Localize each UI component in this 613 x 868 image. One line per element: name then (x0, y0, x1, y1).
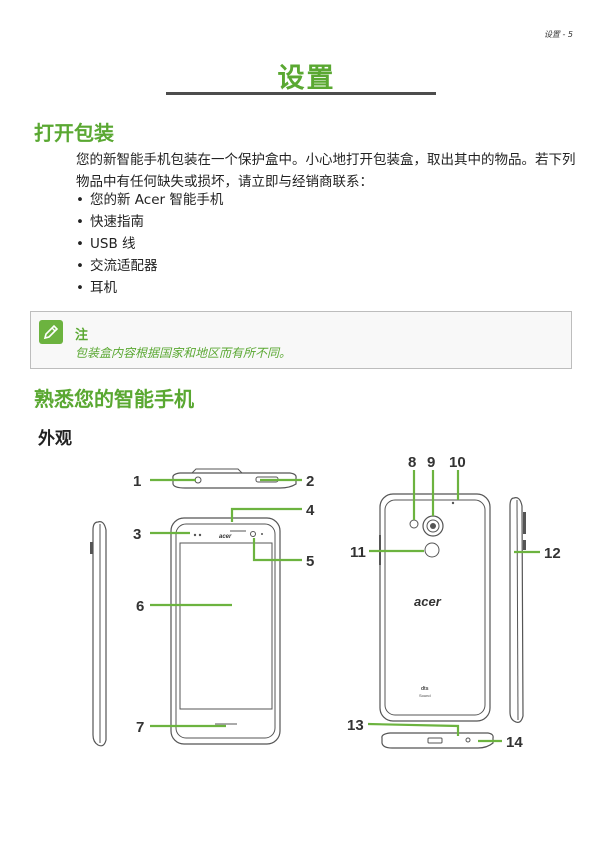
callout-8: 8 (408, 454, 416, 471)
note-title: 注 (75, 328, 89, 343)
note-box: 注 包装盒内容根据国家和地区而有所不同。 (30, 311, 572, 369)
dts-sound-label: Sound (419, 693, 431, 698)
unpack-paragraph: 您的新智能手机包装在一个保护盒中。小心地打开包装盒，取出其中的物品。若下列物品中… (76, 152, 576, 190)
list-item: •快速指南 (76, 214, 144, 230)
phone-front: acer (170, 517, 281, 745)
callout-4: 4 (306, 502, 315, 519)
back-logo: acer (414, 594, 442, 609)
callout-13: 13 (347, 717, 364, 734)
list-item: •耳机 (76, 280, 117, 296)
leader-lines (150, 470, 540, 743)
callout-5: 5 (306, 553, 314, 570)
note-text: 包装盒内容根据国家和地区而有所不同。 (75, 346, 292, 360)
callout-7: 7 (136, 719, 144, 736)
title-underline (166, 92, 436, 95)
callout-9: 9 (427, 454, 435, 471)
section-heading-phone: 熟悉您的智能手机 (34, 387, 194, 411)
package-contents-list: •您的新 Acer 智能手机 •快速指南 •USB 线 •交流适配器 •耳机 (76, 189, 223, 299)
front-logo: acer (219, 534, 232, 540)
callout-12: 12 (544, 545, 561, 562)
section-heading-unpack: 打开包装 (34, 121, 114, 145)
callout-14: 14 (506, 734, 523, 751)
subheading-appearance: 外观 (38, 429, 72, 449)
callout-1: 1 (133, 473, 141, 490)
dts-logo: dts (421, 686, 429, 692)
phone-right-side (509, 497, 526, 723)
list-item: •交流适配器 (76, 258, 158, 274)
list-item: •您的新 Acer 智能手机 (76, 192, 224, 208)
phone-back: acer dts Sound (379, 493, 491, 722)
phone-bottom-edge (381, 732, 494, 749)
callout-11: 11 (350, 544, 366, 561)
list-item: •USB 线 (76, 236, 136, 252)
callout-6: 6 (136, 598, 144, 615)
phone-top-edge (172, 468, 297, 489)
running-head: 设置 - 5 (543, 30, 573, 39)
callout-2: 2 (306, 473, 314, 490)
phone-left-side (90, 521, 107, 747)
callout-3: 3 (133, 526, 141, 543)
pencil-icon (39, 320, 63, 344)
callout-10: 10 (449, 454, 466, 471)
page-title: 设置 (277, 63, 336, 94)
